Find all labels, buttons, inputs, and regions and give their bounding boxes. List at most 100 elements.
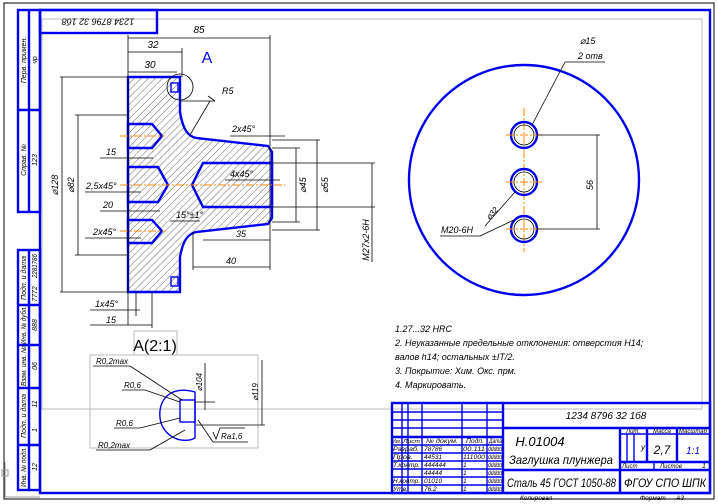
radius-r5: R5 bbox=[222, 86, 234, 96]
row-name: 444444 bbox=[424, 462, 446, 469]
header-doc: № докум. bbox=[426, 438, 458, 445]
angle-15: 15°±1° bbox=[176, 210, 204, 220]
note-3: 3. Покрытие: Хим. Окс. прм. bbox=[395, 366, 516, 376]
note-1: 1.27...32 HRC bbox=[395, 324, 453, 334]
signature-rows: Разраб. 78786 00.111 ddddd Пров. 44531 1… bbox=[392, 445, 502, 493]
detail-r0-6-top: R0,6 bbox=[124, 381, 141, 390]
note-2: 2. Неуказанные предельные отклонения: от… bbox=[394, 338, 644, 348]
detail-roughness: Ra1,6 bbox=[221, 432, 243, 441]
label-perv-primen: Перв. примен. bbox=[21, 37, 28, 84]
dia-45: ⌀45 bbox=[298, 176, 308, 192]
chamfer-top: 2x45° bbox=[231, 124, 256, 134]
ucs-axis-icon bbox=[1, 462, 40, 498]
scale-value: 1:1 bbox=[686, 446, 700, 457]
row-date: ddddd bbox=[488, 446, 502, 453]
chamfer-middle: 2,5x45° bbox=[85, 181, 117, 191]
row-date: ddddd bbox=[488, 454, 502, 461]
left-margin: Перв. примен. чр Справ. № 123 Подп. и да… bbox=[16, 8, 42, 492]
organization: ФГОУ СПО ШПК bbox=[624, 476, 707, 490]
lit-value: у bbox=[640, 443, 646, 452]
note-4: 4. Маркировать. bbox=[395, 380, 466, 390]
label-inv-dubl: Инв. № дубл. bbox=[20, 306, 28, 344]
dim-35: 35 bbox=[236, 229, 247, 239]
row-role: Т.контр. bbox=[393, 462, 420, 469]
value-podp-2a: 1 bbox=[32, 428, 39, 432]
row-name: 44444 bbox=[424, 470, 442, 477]
value-podp-1a: 7772 bbox=[32, 286, 39, 302]
format-label: Формат bbox=[640, 495, 666, 502]
row-date: ddddd bbox=[488, 462, 502, 469]
row-role: Разраб. bbox=[393, 445, 419, 453]
sheets-label: Листов bbox=[659, 464, 682, 470]
detail-dia-119: ⌀119 bbox=[251, 383, 260, 401]
sheet-label: Лист bbox=[621, 464, 637, 470]
chamfer-bottom: 1x45° bbox=[95, 299, 119, 309]
dia-15: ⌀15 bbox=[580, 36, 596, 46]
dim-32: 32 bbox=[147, 40, 159, 51]
value-inv-dubl: 888 bbox=[32, 319, 39, 331]
detail-r0-6-bottom: R0,6 bbox=[116, 419, 133, 428]
value-vzam: 06 bbox=[32, 362, 39, 370]
mass-label: Масса bbox=[653, 429, 671, 435]
end-view: ⌀15 2 отв 56 ⌀32 M20-6H bbox=[407, 36, 641, 297]
row-role: Утв. bbox=[392, 486, 408, 493]
row-role: Н.контр. bbox=[393, 478, 420, 485]
row-name: 78786 bbox=[424, 446, 442, 453]
groove-bottom bbox=[170, 276, 179, 287]
row-sign: 1 bbox=[463, 462, 467, 469]
thread-m27: M27x2-6H bbox=[361, 219, 371, 261]
chamfer-low: 2x45° bbox=[92, 227, 117, 237]
value-podp-1b: 2281786 bbox=[32, 254, 39, 279]
part-name: Заглушка плунжера bbox=[509, 453, 613, 467]
row-name: 76.2 bbox=[424, 486, 437, 493]
row-sign: 111000 bbox=[463, 454, 485, 461]
threaded-bore bbox=[190, 161, 274, 209]
row-date: ddddd bbox=[488, 470, 502, 477]
header-podp: Подп. bbox=[466, 439, 484, 445]
thread-m20: M20-6H bbox=[441, 225, 474, 235]
holes-count: 2 отв bbox=[577, 51, 603, 61]
dim-15-top: 15 bbox=[106, 147, 117, 157]
groove-top bbox=[170, 82, 179, 93]
detail-title: A(2:1) bbox=[133, 338, 177, 355]
material: Сталь 45 ГОСТ 1050-88 bbox=[507, 476, 616, 490]
detail-r0-2max-top: R0,2max bbox=[96, 357, 129, 366]
flange-outline bbox=[407, 63, 641, 297]
main-section-view: 85 32 30 A R5 2x45° 15 2,5x45° 20 2x45° … bbox=[50, 25, 375, 328]
roughness-symbol-icon bbox=[212, 427, 245, 441]
label-podp-data-1: Подп. и дата bbox=[20, 256, 28, 300]
row-name: 01010 bbox=[424, 478, 442, 485]
view-area-border bbox=[41, 18, 703, 410]
scale-label: Масштаб bbox=[679, 429, 708, 435]
label-inv-podl: Инв. № подл. bbox=[20, 447, 28, 487]
dim-85: 85 bbox=[193, 25, 205, 36]
note-2-cont: валов h14; остальных ±IT/2. bbox=[395, 352, 515, 362]
sheets-value: 1 bbox=[702, 463, 706, 470]
dia-82: ⌀82 bbox=[66, 177, 76, 192]
detail-r0-2max-bottom: R0,2max bbox=[98, 441, 131, 450]
header-izm: Изм. bbox=[393, 439, 401, 445]
dim-30: 30 bbox=[144, 60, 156, 71]
row-sign: 00.111 bbox=[463, 446, 485, 453]
doc-number: 1234 8796 32 1б8 bbox=[566, 410, 647, 422]
detail-a-callout-circle bbox=[166, 73, 194, 101]
hole-center bbox=[506, 167, 542, 197]
value-podp-2b: 11 bbox=[32, 400, 39, 407]
dia-55: ⌀55 bbox=[320, 176, 330, 192]
row-role: Пров. bbox=[393, 454, 413, 461]
header-list: Лист bbox=[402, 439, 420, 445]
value-sprav: 123 bbox=[32, 154, 39, 166]
dim-40: 40 bbox=[226, 256, 236, 266]
copied-label: Копировал bbox=[520, 495, 553, 502]
label-vzam: Взам. инв. № bbox=[21, 346, 28, 386]
dia-128: ⌀128 bbox=[50, 175, 60, 195]
row-date: ddddd bbox=[488, 478, 502, 485]
dim-56: 56 bbox=[585, 180, 595, 190]
dim-20: 20 bbox=[102, 200, 113, 210]
sheet-outer-border bbox=[3, 2, 715, 500]
dim-15-bottom: 15 bbox=[106, 315, 117, 325]
label-podp-data-2: Подп. и дата bbox=[20, 394, 28, 438]
detail-dia-104: ⌀104 bbox=[195, 372, 204, 391]
value-perv-primen: чр bbox=[32, 56, 39, 64]
